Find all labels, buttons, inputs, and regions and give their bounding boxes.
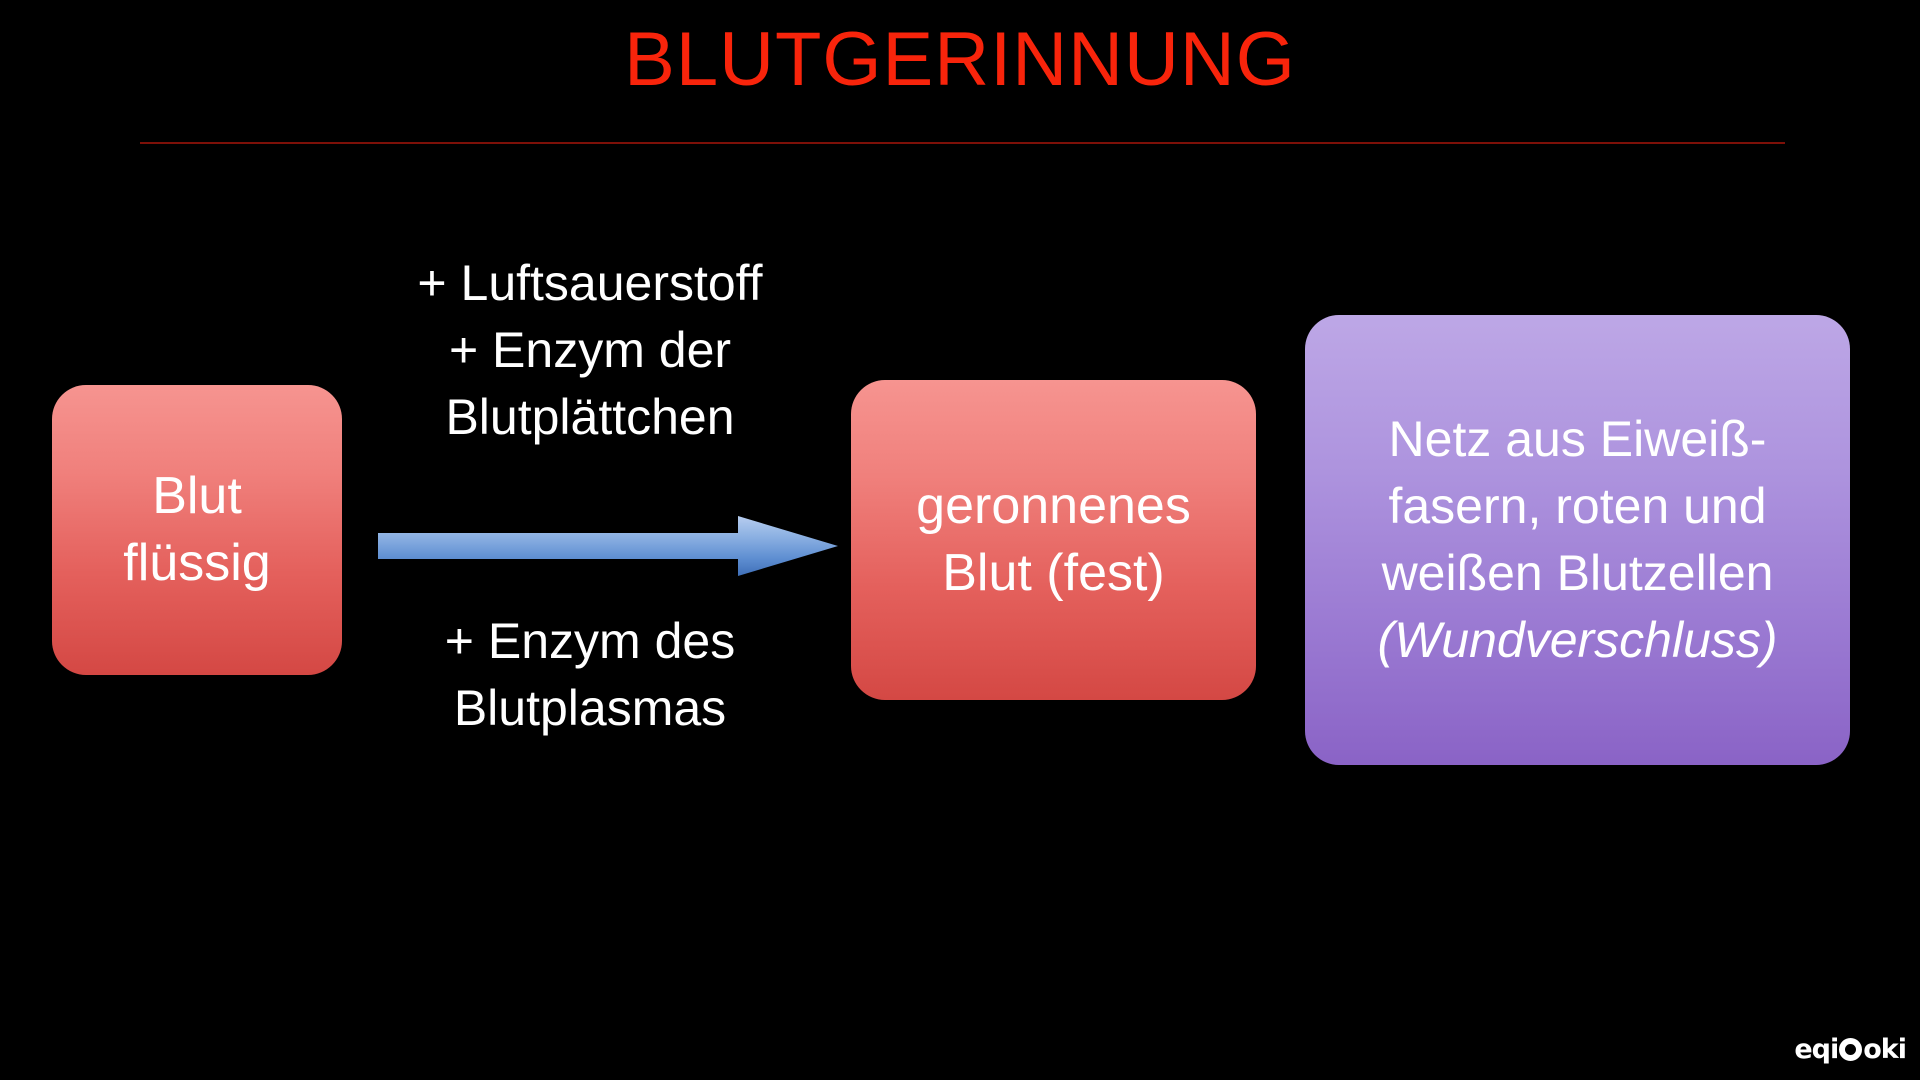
title-divider [140,142,1785,144]
logo-ring-icon [1839,1037,1863,1061]
box-blood-liquid-text: Blut flüssig [52,463,342,596]
box-blood-liquid: Blut flüssig [52,385,342,675]
box-clotted-blood-text: geronnenes Blut (fest) [851,473,1256,606]
reaction-below-line-1: + Enzym des [444,613,736,669]
reaction-conditions-above: + Luftsauerstoff + Enzym der Blutplättch… [340,250,840,451]
reaction-above-line-3: Blutplättchen [445,389,735,445]
box-fibrin-net-line-3: weißen Blutzellen [1381,545,1774,601]
reaction-arrow-icon [378,515,838,577]
box-fibrin-net-line-4: (Wundverschluss) [1377,612,1778,668]
box-clotted-blood-line-1: geronnenes [916,477,1191,536]
box-clotted-blood: geronnenes Blut (fest) [851,380,1256,700]
page-title: BLUTGERINNUNG [624,17,1296,102]
reaction-above-line-2: + Enzym der [448,322,732,378]
box-fibrin-net-line-2: fasern, roten und [1388,478,1767,534]
box-blood-liquid-line-2: flüssig [123,534,271,592]
eqiooki-logo: eqi oki [1794,1032,1907,1066]
box-fibrin-net-line-1: Netz aus Eiweiß- [1388,411,1767,467]
reaction-conditions-below: + Enzym des Blutplasmas [340,608,840,742]
box-clotted-blood-line-2: Blut (fest) [942,544,1165,602]
box-blood-liquid-line-1: Blut [152,467,242,526]
logo-text-after: oki [1863,1033,1907,1065]
reaction-above-line-1: + Luftsauerstoff [417,255,763,311]
box-fibrin-net: Netz aus Eiweiß- fasern, roten und weiße… [1305,315,1850,765]
logo-text-before: eqi [1794,1033,1839,1065]
reaction-below-line-2: Blutplasmas [453,680,727,736]
box-fibrin-net-text: Netz aus Eiweiß- fasern, roten und weiße… [1305,406,1850,674]
